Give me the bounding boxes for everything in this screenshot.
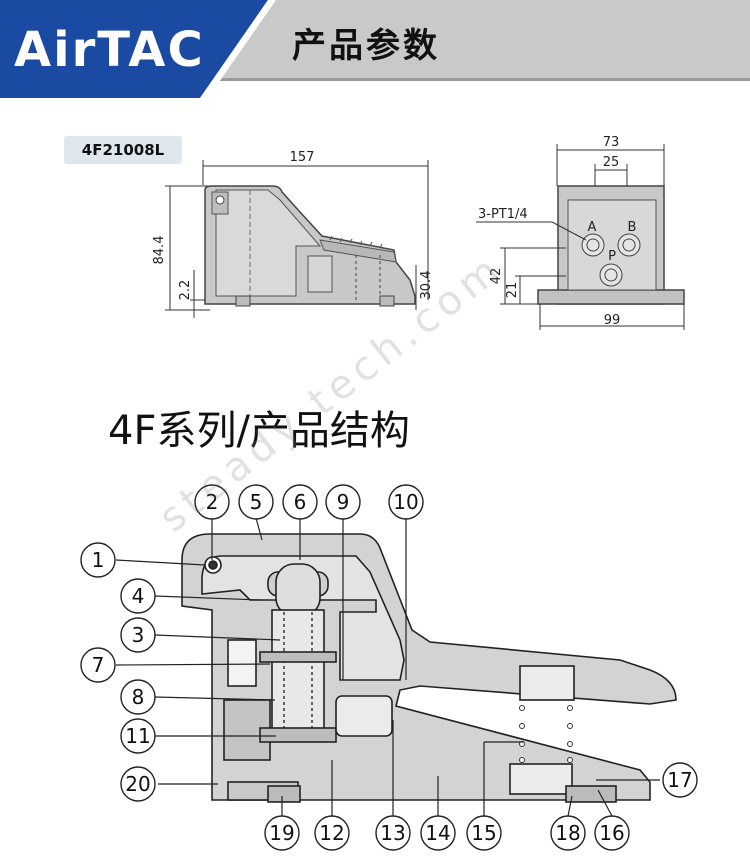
callout-leaders [115,517,660,817]
port-p-label: P [608,249,616,264]
front-view-labels: 73 25 3-PT1/4 42 21 99 A B P [478,135,636,328]
callout-19: 19 [264,815,300,851]
svg-text:1: 1 [92,548,105,572]
callout-9: 9 [325,484,361,520]
port-a-label: A [588,220,597,235]
port-label: 3-PT1/4 [478,207,528,222]
svg-text:6: 6 [294,490,307,514]
callout-20: 20 [120,766,156,802]
dim-inner-label: 25 [603,155,620,170]
svg-text:15: 15 [471,821,496,845]
svg-text:13: 13 [380,821,405,845]
svg-text:8: 8 [132,685,145,709]
dim-pedal-height-label: 30.4 [419,271,434,300]
svg-text:10: 10 [393,490,418,514]
callout-1: 1 [80,542,116,578]
svg-text:4: 4 [132,584,145,608]
callout-11: 11 [120,718,156,754]
front-view-drawing [476,144,685,330]
callout-8: 8 [120,679,156,715]
dim-base-label: 2.2 [178,280,193,301]
svg-text:3: 3 [132,623,145,647]
svg-text:7: 7 [92,653,105,677]
callout-7: 7 [80,647,116,683]
svg-text:18: 18 [555,821,580,845]
structure-title: 4F系列/产品结构 [108,408,410,454]
svg-text:20: 20 [125,772,150,796]
callout-10: 10 [388,484,424,520]
callout-14: 14 [420,815,456,851]
brand-logo: AirTAC [14,22,205,78]
callout-2: 2 [194,484,230,520]
port-b-label: B [628,220,637,235]
callout-4: 4 [120,578,156,614]
callout-5: 5 [238,484,274,520]
header-background [0,0,750,98]
side-view-drawing [165,160,429,318]
model-tag: 4F21008L [64,136,182,164]
dim-21-label: 21 [505,282,520,299]
callout-3: 3 [120,617,156,653]
svg-text:12: 12 [319,821,344,845]
side-view-labels: 157 84.4 2.2 30.4 [152,150,434,300]
svg-text:17: 17 [667,768,692,792]
dim-length-label: 157 [290,150,315,165]
callout-18: 18 [550,815,586,851]
svg-text:2: 2 [206,490,219,514]
callout-12: 12 [314,815,350,851]
structure-section [181,533,677,803]
svg-text:5: 5 [250,490,263,514]
callouts: 1 2 3 4 5 6 7 8 9 10 11 12 13 14 15 16 1… [80,484,698,851]
svg-text:16: 16 [599,821,624,845]
svg-text:19: 19 [269,821,294,845]
callout-15: 15 [466,815,502,851]
callout-16: 16 [594,815,630,851]
dim-42-label: 42 [489,268,504,285]
svg-text:14: 14 [425,821,450,845]
dim-base-width-label: 99 [604,313,621,328]
page-header: AirTAC 产品参数 [0,0,750,98]
page-title: 产品参数 [292,26,440,66]
svg-text:9: 9 [337,490,350,514]
dim-width-label: 73 [603,135,620,150]
dim-height-label: 84.4 [152,236,167,265]
callout-17: 17 [662,762,698,798]
callout-6: 6 [282,484,318,520]
svg-text:11: 11 [125,724,150,748]
callout-13: 13 [375,815,411,851]
